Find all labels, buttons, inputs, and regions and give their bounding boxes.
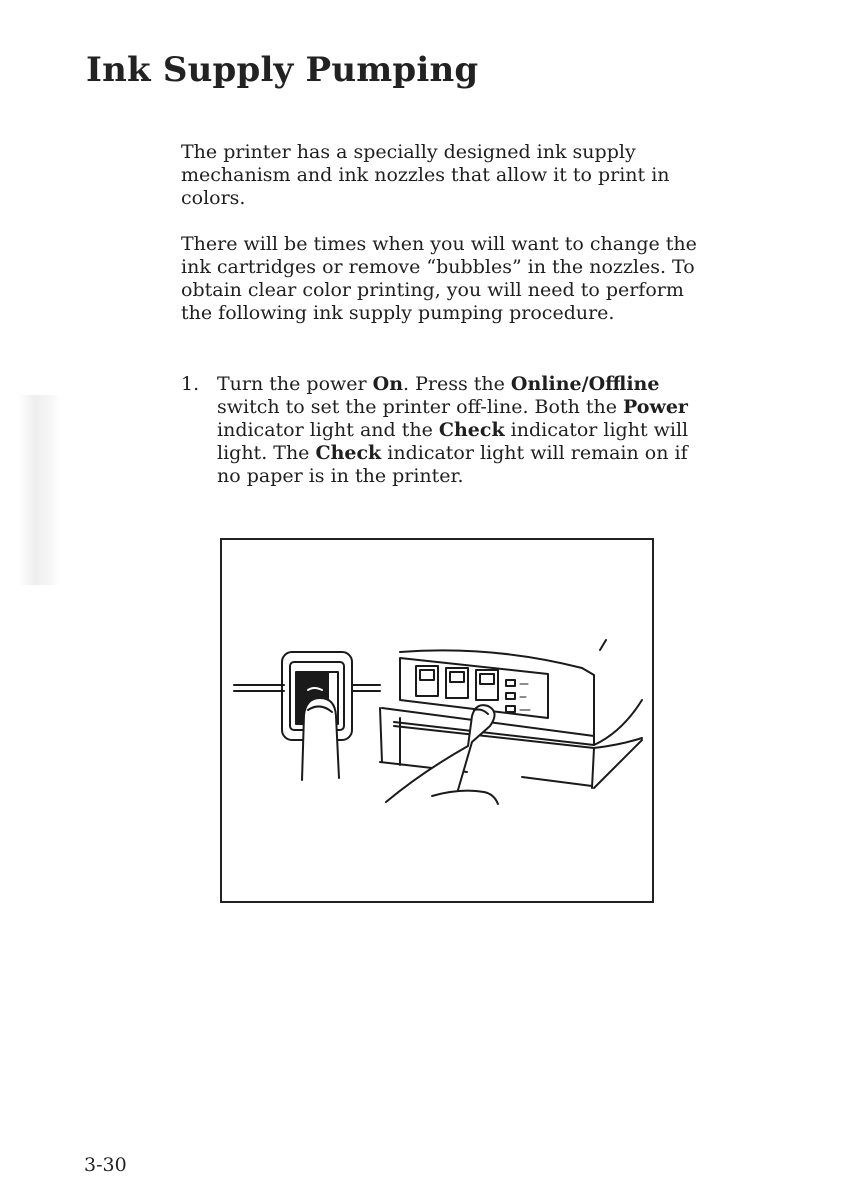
step-text-part: indicator light and the	[217, 419, 439, 441]
step-bold-power: Power	[623, 396, 688, 418]
printer-control-panel-figure	[220, 538, 654, 903]
step-bold-online-offline: Online/Offline	[510, 373, 660, 395]
step-bold-check: Check	[438, 419, 505, 441]
step-text: Turn the power On. Press the Online/Offl…	[217, 373, 707, 488]
step-bold-check: Check	[315, 442, 382, 464]
step-bold-on: On	[372, 373, 404, 395]
step-text-part: indicator light will remain on if no pap…	[217, 442, 688, 487]
step-text-part: indicator light will light. The	[217, 419, 689, 464]
step-text-part: switch to set the printer off-line. Both…	[217, 396, 624, 418]
step-text-part: Turn the power	[217, 373, 373, 395]
intro-paragraph: The printer has a specially designed ink…	[181, 141, 670, 209]
page-title: Ink Supply Pumping	[86, 50, 479, 90]
scan-margin-shading	[18, 395, 60, 585]
page-number: 3-30	[84, 1154, 127, 1176]
printer-control-panel-illustration	[233, 639, 643, 805]
step-text-part: . Press the	[403, 373, 511, 395]
step-number: 1.	[181, 373, 200, 395]
procedure-paragraph: There will be times when you will want t…	[181, 233, 697, 324]
